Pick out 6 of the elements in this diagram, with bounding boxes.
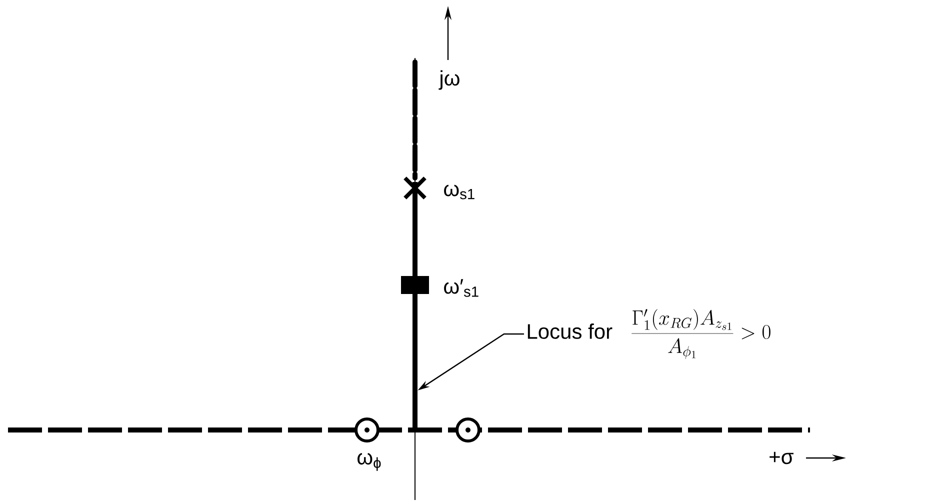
axis-label: jω [438,70,460,90]
axis-label: ω′$_{s1}$ [444,279,478,297]
axis-label: ω$_{s1}$ [444,184,474,200]
axis-label: +σ [770,452,794,464]
axis-label: ω$_{ϕ}$ [358,453,381,471]
annotation-text: Locus for $\frac{\Gamma_1'(x_{RG})A_{z_{s1}}}{A_{\phi_1}} > 0$ [528,309,770,359]
